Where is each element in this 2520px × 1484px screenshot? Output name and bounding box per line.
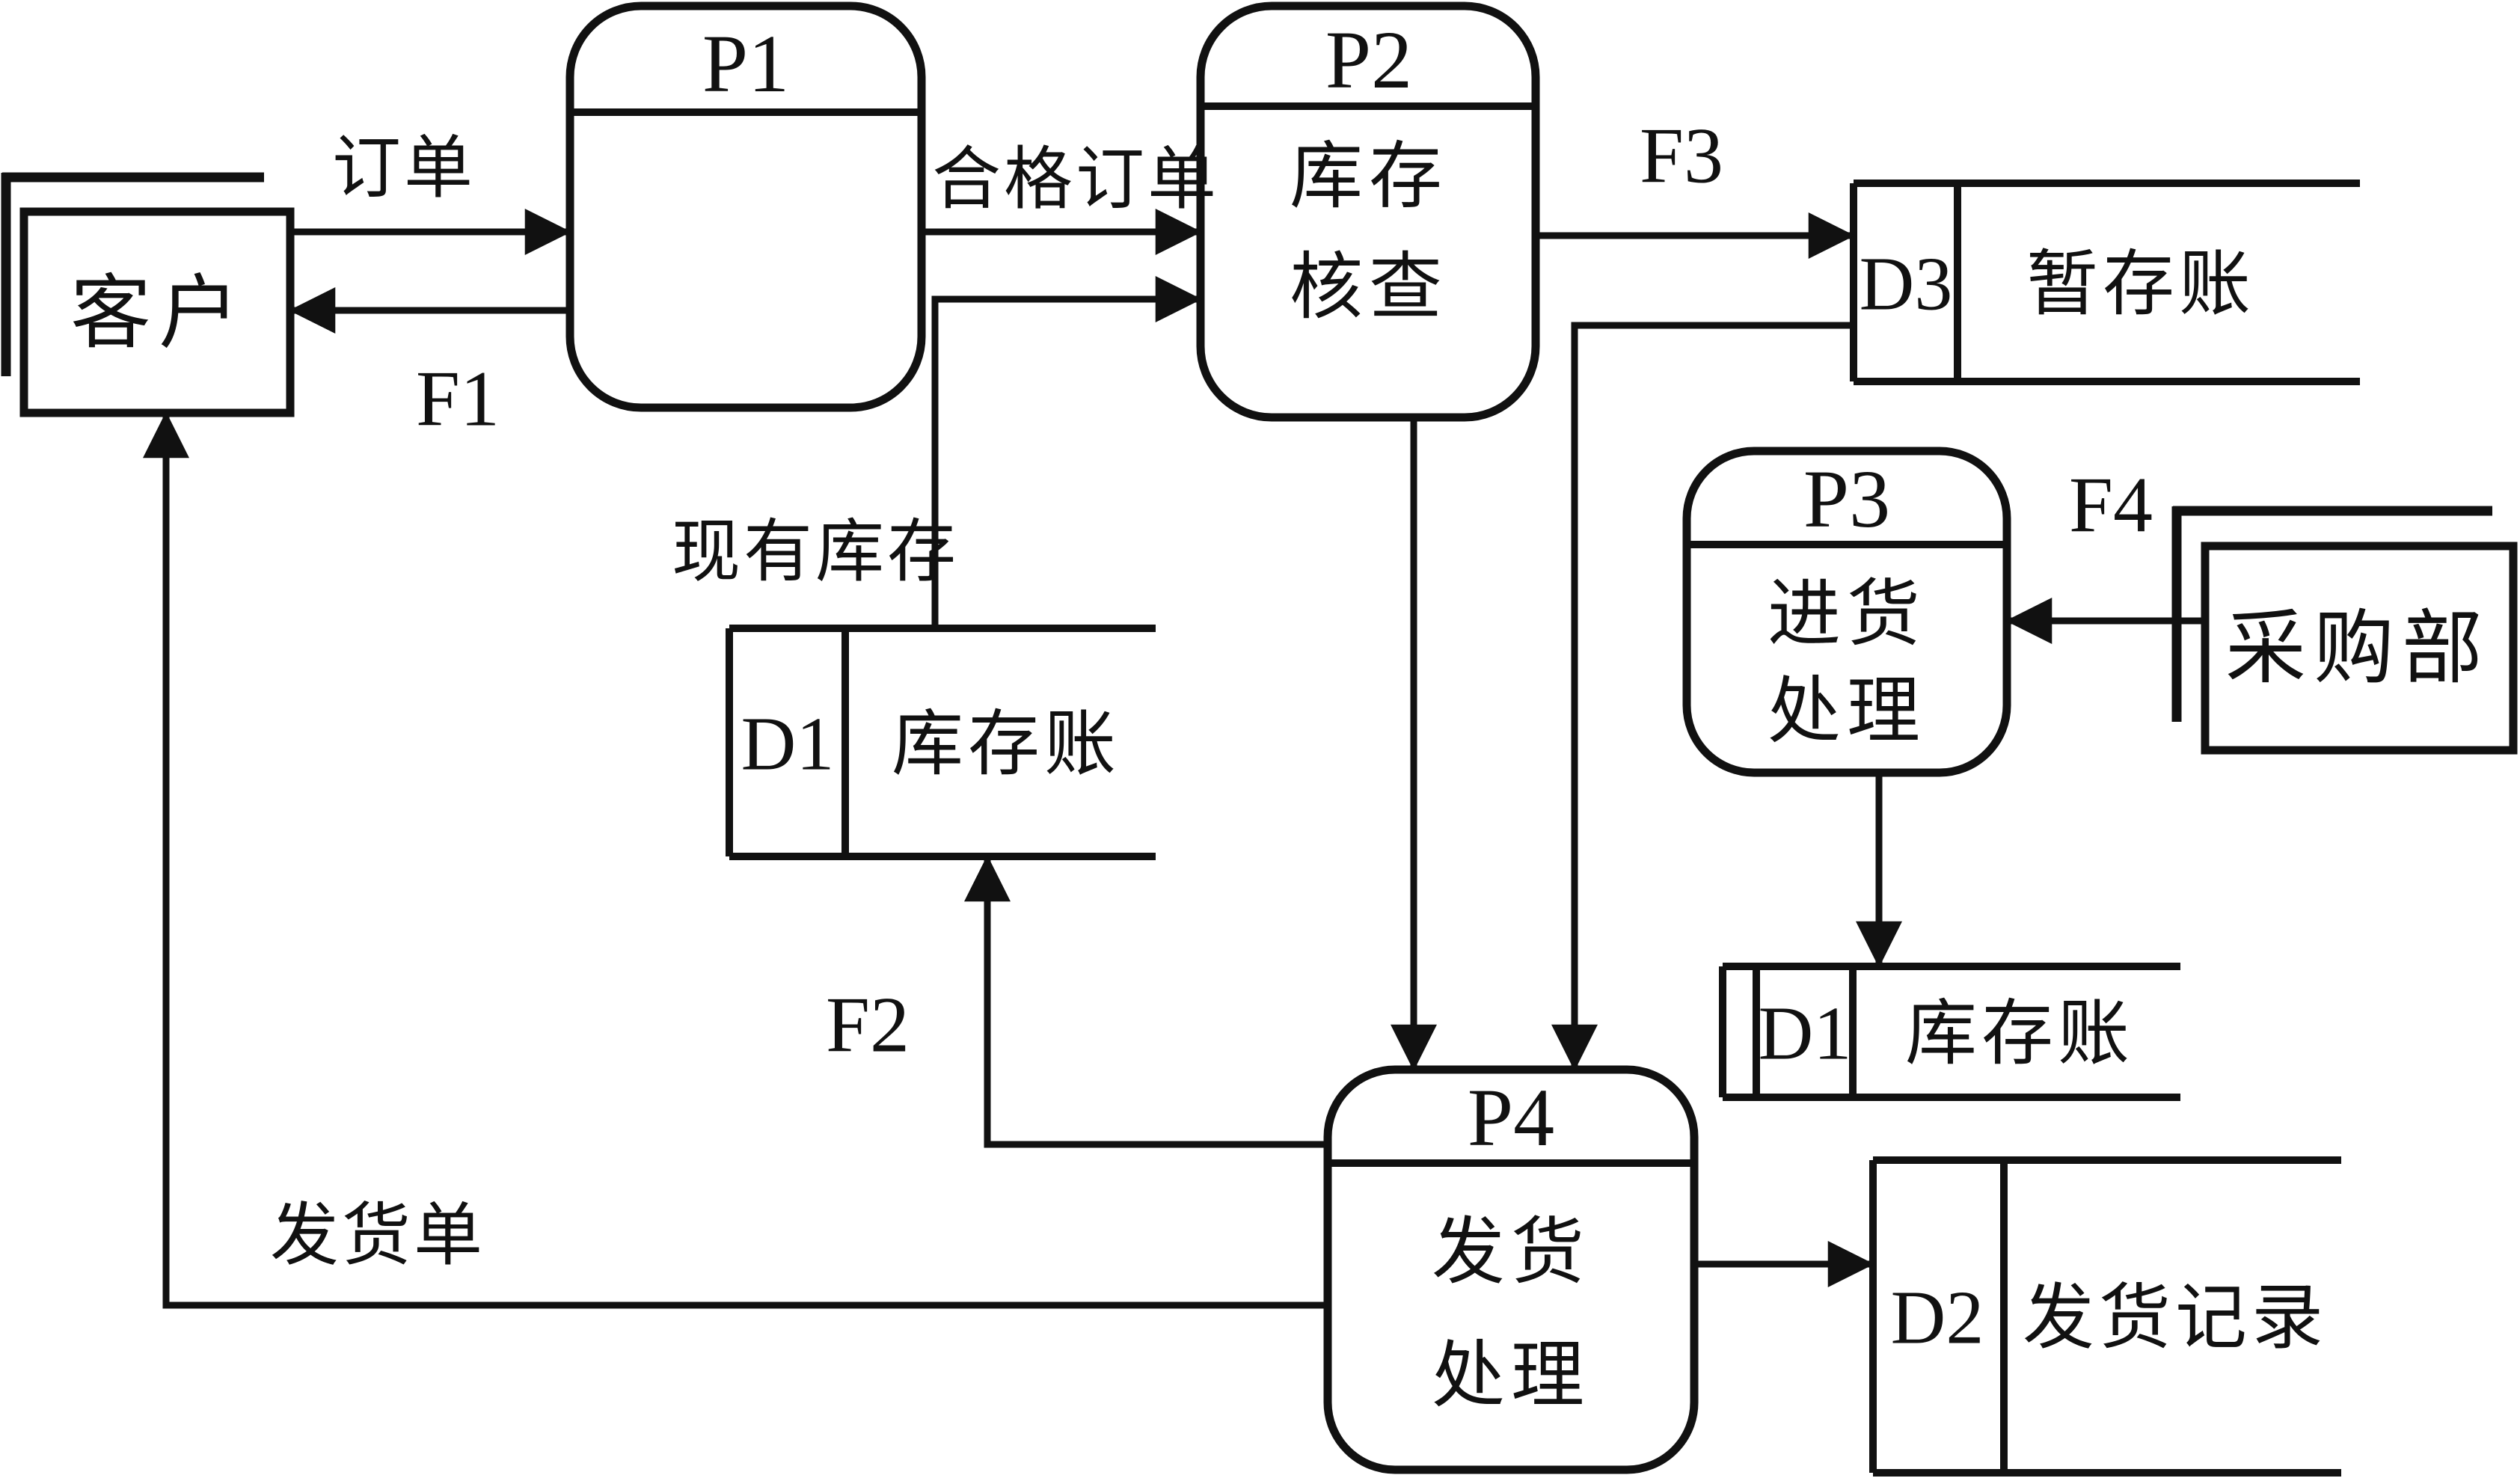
flow-f3: F3 (1536, 112, 1855, 259)
flow-shipping-note-arrow (143, 411, 1328, 1309)
d1-top-name: 库存账 (892, 705, 1120, 785)
p2-body-line2: 核查 (1290, 248, 1448, 328)
external-entity-purchasing: 采购部 (2171, 506, 2518, 755)
p4-box (1323, 1065, 1699, 1474)
flow-f1: F1 (289, 287, 570, 443)
flow-shipping-note-label: 发货单 (270, 1198, 485, 1274)
flow-f2-arrow (964, 855, 1328, 1148)
flow-f2: F2 (826, 855, 1328, 1148)
flow-existing-stock-arrow (931, 276, 1202, 628)
flow-f1-label: F1 (416, 355, 500, 443)
flow-existing-stock-label: 现有库存 (672, 514, 959, 590)
customer-label: 客户 (70, 270, 247, 359)
p4-title: P4 (1468, 1072, 1554, 1163)
d1-top-id: D1 (741, 702, 835, 787)
flow-qualified-order: 合格订单 (922, 141, 1219, 255)
flow-existing-stock: 现有库存 (672, 276, 1202, 628)
d2-name: 发货记录 (2023, 1278, 2328, 1358)
process-p2: P2 库存 核查 (1196, 1, 1540, 422)
d3-id: D3 (1860, 242, 1953, 327)
p4-body-line2: 处理 (1432, 1336, 1590, 1417)
flow-shipping-note: 发货单 (143, 411, 1328, 1309)
purchasing-label: 采购部 (2225, 605, 2490, 694)
data-store-d1-top: D1 库存账 (726, 625, 1156, 860)
d2-id: D2 (1891, 1276, 1984, 1361)
p1-title: P1 (702, 18, 789, 109)
flow-d3-to-p4-arrow (1551, 322, 1854, 1071)
flow-qualified-order-label: 合格订单 (932, 141, 1219, 218)
p3-body-line1: 进货 (1768, 574, 1926, 655)
p2-title: P2 (1325, 14, 1412, 105)
p1-box (565, 1, 926, 412)
p2-body-line1: 库存 (1290, 137, 1448, 218)
flow-order: 订单 (290, 130, 571, 255)
p3-body-line2: 处理 (1768, 672, 1926, 752)
data-store-d1-right: D1 库存账 (1719, 963, 2180, 1101)
p4-body-line1: 发货 (1432, 1212, 1590, 1293)
flow-d3-to-p4 (1551, 322, 1854, 1071)
d3-name: 暂存账 (2026, 245, 2255, 325)
data-store-d2: D2 发货记录 (1869, 1156, 2341, 1477)
flow-order-label: 订单 (332, 130, 476, 206)
p3-title: P3 (1803, 453, 1890, 545)
d1-right-name: 库存账 (1905, 994, 2134, 1074)
flow-f2-label: F2 (826, 981, 910, 1069)
flow-f4: F4 (2005, 462, 2205, 644)
process-p4: P4 发货 处理 (1323, 1065, 1699, 1474)
external-entity-customer: 客户 (1, 172, 295, 417)
data-store-d3: D3 暂存账 (1850, 180, 2360, 385)
flow-f3-label: F3 (1640, 112, 1723, 200)
d1-right-id: D1 (1759, 992, 1852, 1076)
purchasing-box (2201, 542, 2518, 755)
process-p1: P1 (565, 1, 926, 412)
process-p3: P3 进货 处理 (1682, 447, 2011, 777)
flow-f4-label: F4 (2069, 462, 2153, 549)
